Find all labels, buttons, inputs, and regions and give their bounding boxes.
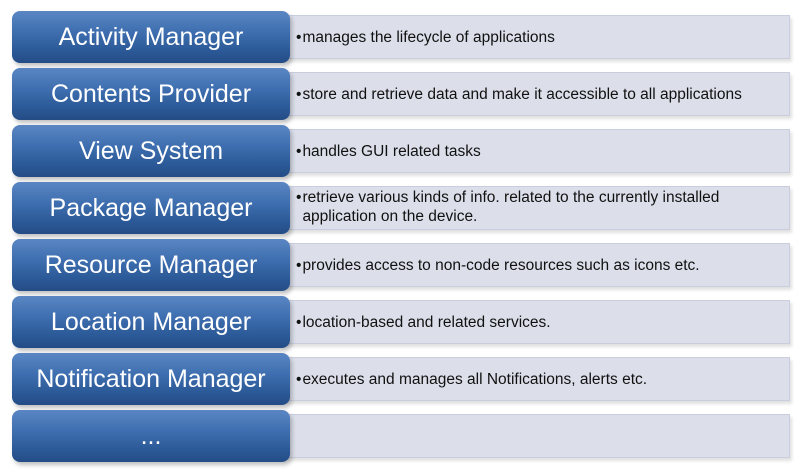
description-box: [284, 186, 790, 230]
label-box: Notification Manager: [12, 353, 290, 405]
description-label: executes and manages all Notifications, …: [302, 370, 648, 388]
bullet: •: [296, 370, 302, 388]
description-box: [284, 15, 790, 59]
row-package-manager: • retrieve various kinds of info. relate…: [0, 182, 800, 239]
description-label: handles GUI related tasks: [302, 142, 481, 160]
description-text: [296, 414, 784, 458]
description-box: [284, 72, 790, 116]
row-location-manager: • location-based and related services. L…: [0, 296, 800, 353]
label-box: Activity Manager: [12, 11, 290, 63]
description-text: • provides access to non-code resources …: [296, 243, 784, 287]
description-text: • store and retrieve data and make it ac…: [296, 72, 784, 116]
description-label: provides access to non-code resources su…: [302, 256, 700, 274]
description-box: [284, 129, 790, 173]
description-box: [284, 357, 790, 401]
row-more: ...: [0, 410, 800, 467]
bullet: •: [296, 28, 302, 46]
row-notification-manager: • executes and manages all Notifications…: [0, 353, 800, 410]
description-text: • location-based and related services.: [296, 300, 784, 344]
description-box: [284, 300, 790, 344]
label-box: ...: [12, 410, 290, 462]
description-box: [284, 243, 790, 287]
description-label: location-based and related services.: [302, 313, 551, 331]
description-text: • handles GUI related tasks: [296, 129, 784, 173]
label-box: Contents Provider: [12, 68, 290, 120]
label-box: View System: [12, 125, 290, 177]
description-label: retrieve various kinds of info. related …: [302, 189, 720, 225]
bullet: •: [296, 256, 302, 274]
description-label: manages the lifecycle of applications: [302, 28, 555, 46]
bullet: •: [296, 142, 302, 160]
description-label: store and retrieve data and make it acce…: [302, 85, 742, 103]
row-view-system: • handles GUI related tasks View System: [0, 125, 800, 182]
row-activity-manager: • manages the lifecycle of applications …: [0, 11, 800, 68]
row-resource-manager: • provides access to non-code resources …: [0, 239, 800, 296]
description-box: [284, 414, 790, 458]
row-contents-provider: • store and retrieve data and make it ac…: [0, 68, 800, 125]
description-text: • executes and manages all Notifications…: [296, 357, 784, 401]
label-box: Location Manager: [12, 296, 290, 348]
description-text: • manages the lifecycle of applications: [296, 15, 784, 59]
bullet: •: [296, 189, 302, 206]
bullet: •: [296, 85, 302, 103]
description-text: • retrieve various kinds of info. relate…: [296, 186, 784, 232]
label-box: Package Manager: [12, 182, 290, 234]
label-box: Resource Manager: [12, 239, 290, 291]
bullet: •: [296, 313, 302, 331]
